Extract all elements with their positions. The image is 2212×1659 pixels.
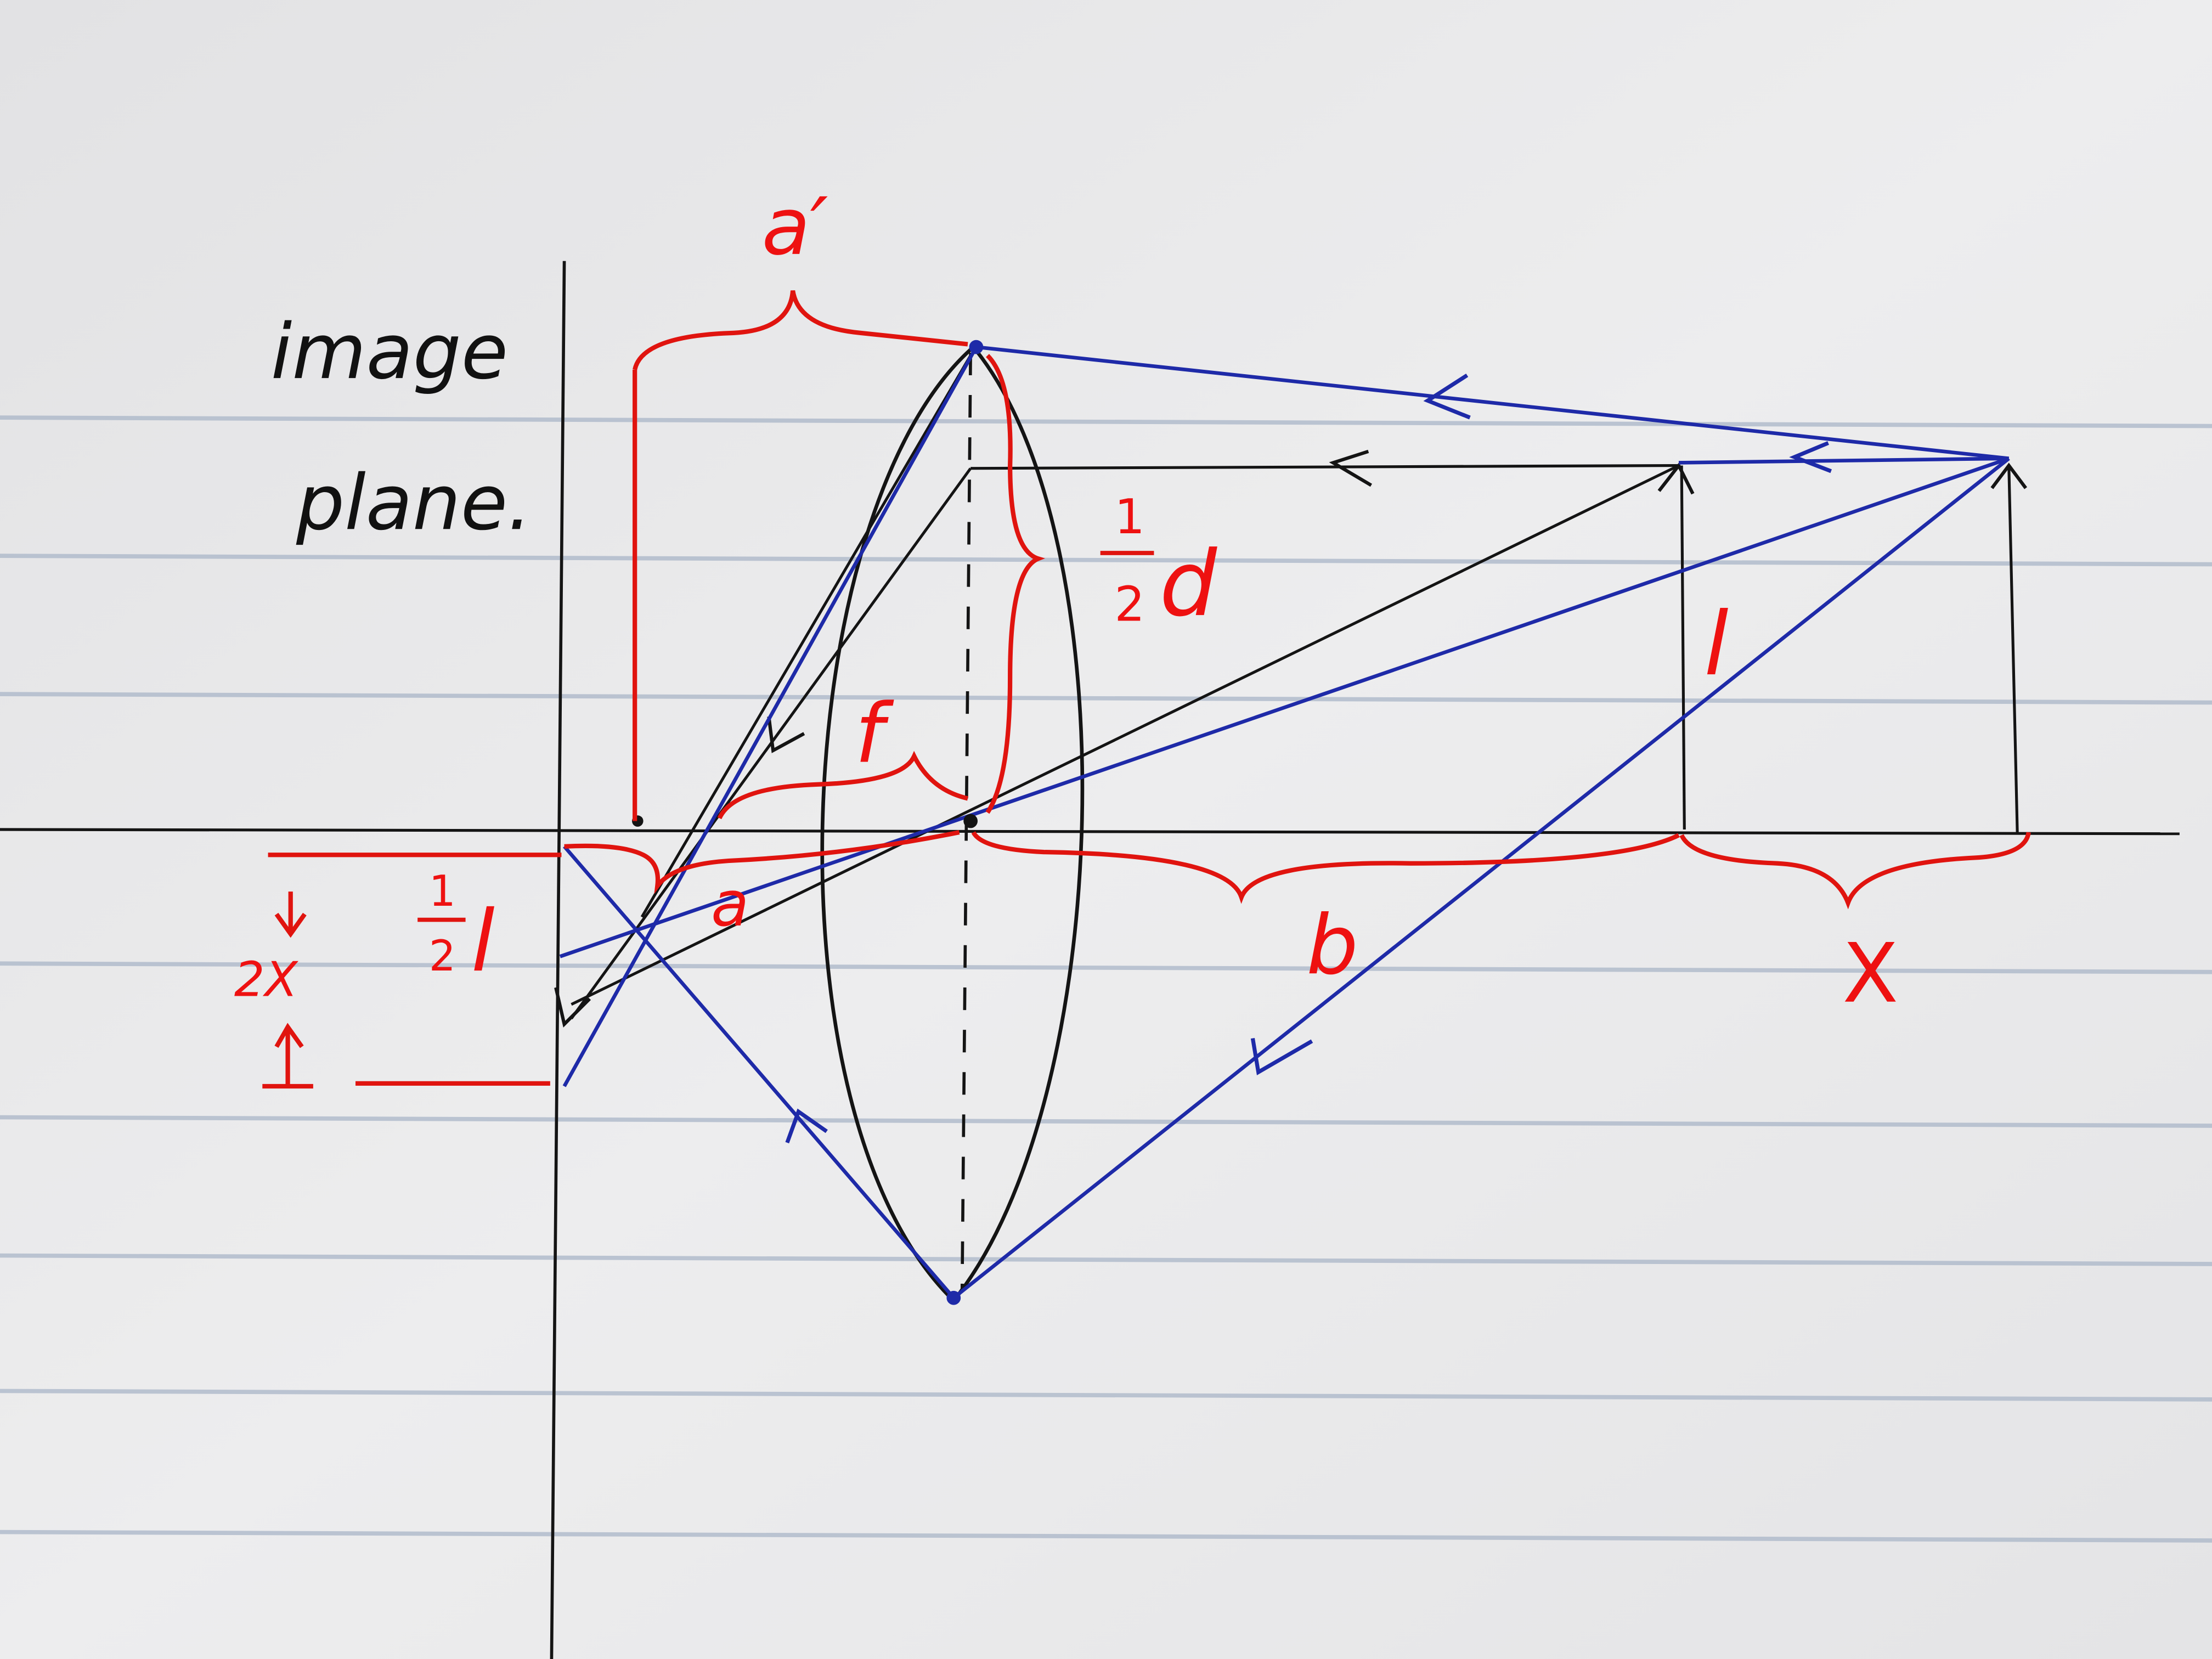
image-plane-label-line1: image [271, 307, 508, 396]
l-label: l [1704, 593, 1728, 695]
two-x-label: 2X [234, 951, 299, 1007]
a-prime-label: a′ [762, 180, 828, 273]
ruled-lines [0, 415, 2212, 1543]
half-d-variable: d [1160, 531, 1218, 636]
black-arrowheads [554, 449, 2028, 1028]
x-label: X [1842, 927, 1898, 1022]
b-label: b [1306, 898, 1358, 993]
half-d-denominator: 2 [1114, 576, 1145, 632]
half-d-numerator: 1 [1114, 489, 1145, 545]
image-plane-label-line2: plane. [296, 458, 532, 547]
red-dimensions [262, 290, 2031, 1089]
half-l-denominator: 2 [429, 932, 456, 981]
half-l-variable: l [471, 893, 495, 991]
lens-top-point [969, 340, 984, 354]
blue-arrowheads [785, 373, 1832, 1144]
lens-center-dot [963, 814, 978, 828]
blue-rays [559, 345, 2010, 1300]
half-l-numerator: 1 [429, 867, 456, 916]
optical-axis [0, 828, 2180, 836]
image-plane-line [550, 261, 566, 1659]
a-label: a [711, 868, 749, 940]
lens-bottom-point [946, 1290, 961, 1305]
